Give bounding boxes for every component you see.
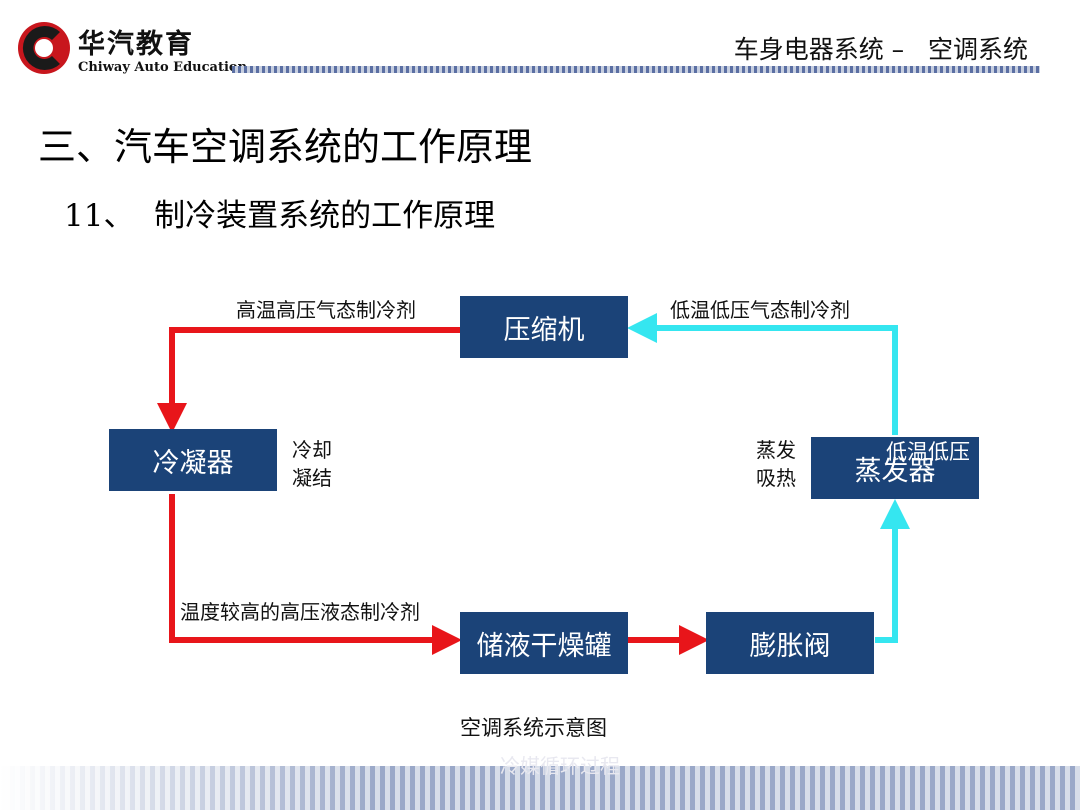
arrow-valve-to-evaporator [875,499,910,643]
label-low-temp-low-pressure: 低温低压 [886,440,970,464]
node-evaporator: 蒸发器 [811,437,979,499]
node-expansion-valve: 膨胀阀 [706,612,874,674]
logo-chinese-text: 华汽教育 [78,29,194,60]
label-evaporate: 蒸发 [756,438,796,462]
chiway-logo-icon [18,22,70,74]
label-condense: 凝结 [292,466,332,490]
header-title: 车身电器系统 – 空调系统 [733,35,1028,64]
label-hot-gas: 高温高压气态制冷剂 [236,298,416,322]
arrow-condenser-to-receiver [169,494,462,655]
header-divider-bar [232,66,1040,73]
footer-text: 冷媒循环过程 [500,754,620,778]
arrow-evaporator-to-compressor [627,313,898,435]
node-condenser: 冷凝器 [109,429,277,491]
arrow-compressor-to-condenser [157,327,460,433]
diagram-caption: 空调系统示意图 [460,716,607,740]
main-title: 三、汽车空调系统的工作原理 [38,125,533,169]
label-absorb-heat: 吸热 [756,466,796,490]
node-compressor: 压缩机 [460,296,628,358]
footer-divider-bar [0,766,1080,810]
label-cool: 冷却 [292,438,332,462]
sub-title: 11、 制冷装置系统的工作原理 [64,198,496,234]
node-receiver-drier: 储液干燥罐 [460,612,628,674]
logo-english-text: Chiway Auto Education [78,60,248,75]
label-cold-gas: 低温低压气态制冷剂 [670,298,850,322]
label-warm-liquid: 温度较高的高压液态制冷剂 [180,600,420,624]
